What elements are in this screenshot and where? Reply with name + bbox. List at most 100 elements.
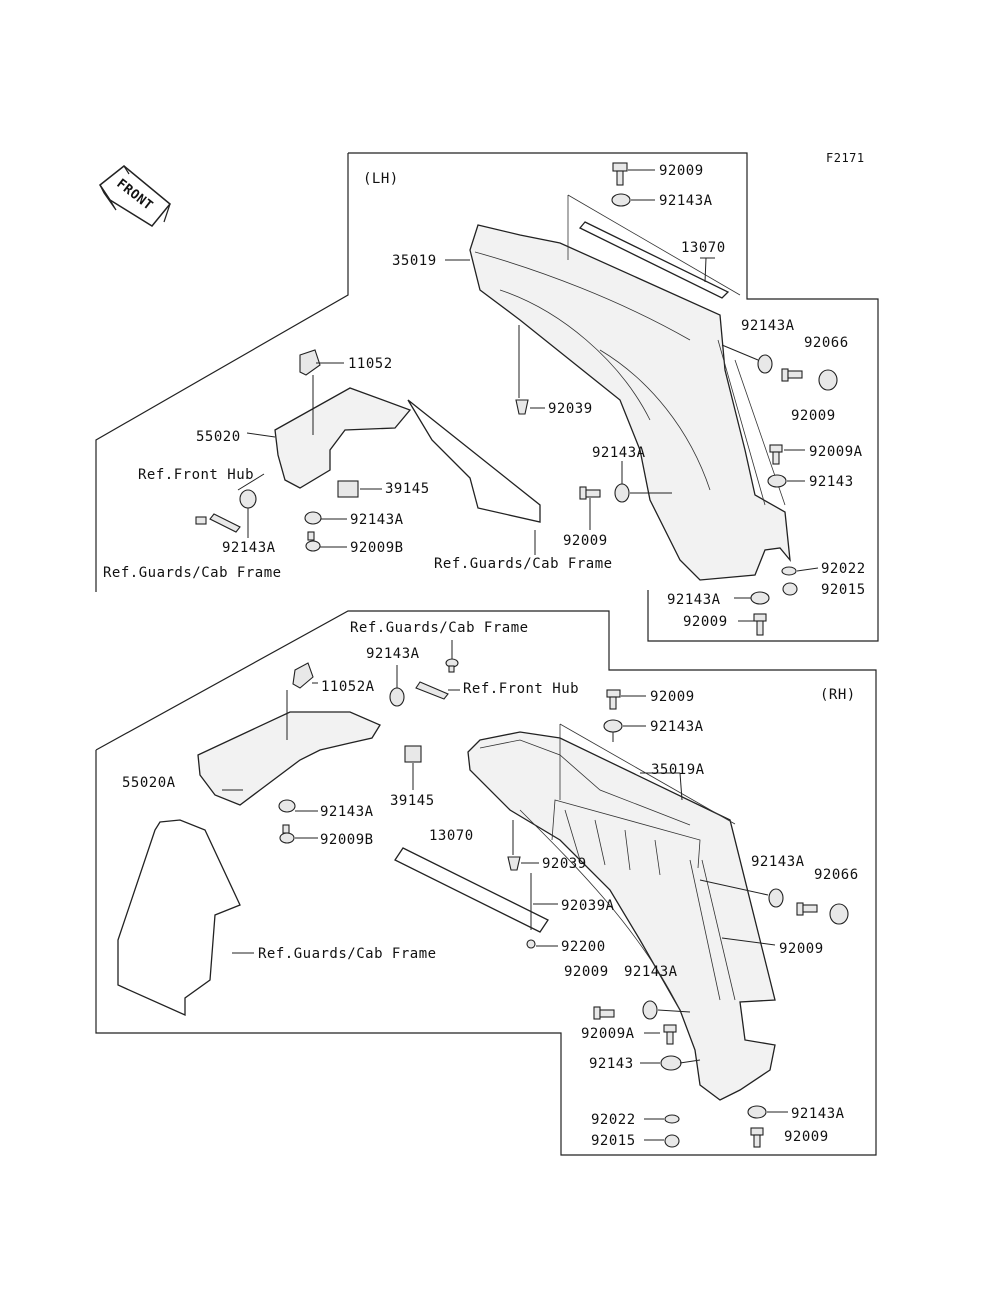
- lh-label-92143A-mid: 92143A: [592, 445, 646, 461]
- rh-bolt-92009-top: [606, 689, 621, 710]
- rh-label-35019A: 35019A: [651, 762, 705, 778]
- lh-grommet-92143A-top: [611, 193, 631, 207]
- rh-block-39145: [404, 745, 422, 763]
- rh-bolt-92009-mid: [593, 1006, 615, 1020]
- rh-washer-92022: [664, 1114, 680, 1124]
- rh-label-92143A-right: 92143A: [751, 854, 805, 870]
- rh-label-92022: 92022: [591, 1112, 636, 1128]
- lh-bolt-92009-bottom: [753, 613, 767, 636]
- lh-bolt-92009B: [305, 531, 321, 552]
- rh-label-13070: 13070: [429, 828, 474, 844]
- rh-grommet-92143A-top: [603, 719, 623, 733]
- rh-label-39145: 39145: [390, 793, 435, 809]
- rh-cap-92066: [829, 903, 849, 925]
- lh-cap-92066: [818, 369, 838, 391]
- lh-grommet-92143A-a: [304, 511, 322, 525]
- lh-bolt-92009-right: [781, 368, 803, 382]
- rh-label-92009-mid: 92009: [564, 964, 609, 980]
- rh-bracket-11052A: [292, 662, 314, 689]
- rh-label-92066: 92066: [814, 867, 859, 883]
- rh-fender-35019A: [467, 731, 776, 1101]
- rh-grommet-92143: [660, 1055, 682, 1071]
- rh-label-92039A: 92039A: [561, 898, 615, 914]
- rh-frame: [95, 610, 877, 1156]
- lh-front-hub-bolt: [195, 516, 207, 525]
- rh-label-11052A: 11052A: [321, 679, 375, 695]
- lh-label-39145: 39145: [385, 481, 430, 497]
- lh-nut-92015: [782, 582, 798, 596]
- lh-label-92066: 92066: [804, 335, 849, 351]
- rh-label-ref-guards-top: Ref.Guards/Cab Frame: [350, 620, 529, 636]
- rh-bolt-92009-right: [796, 902, 818, 916]
- lh-label-92143A-top: 92143A: [659, 193, 713, 209]
- lh-mudguard-55020: [274, 387, 412, 489]
- lh-label-92009-mid: 92009: [563, 533, 608, 549]
- lh-bolt-92009-mid: [579, 486, 601, 500]
- lh-label-35019: 35019: [392, 253, 437, 269]
- rh-label-92143A-b: 92143A: [320, 804, 374, 820]
- lh-label-92009-bottom: 92009: [683, 614, 728, 630]
- rh-label-ref-front-hub: Ref.Front Hub: [463, 681, 579, 697]
- lh-block-39145: [337, 480, 359, 498]
- rh-label-55020A: 55020A: [122, 775, 176, 791]
- rh-label-ref-guards-bottom: Ref.Guards/Cab Frame: [258, 946, 437, 962]
- rh-front-hub-plate: [415, 681, 449, 700]
- lh-label-ref-front-hub: Ref.Front Hub: [138, 467, 254, 483]
- rh-nut-92200: [526, 939, 536, 949]
- lh-label-11052: 11052: [348, 356, 393, 372]
- lh-label-92022: 92022: [821, 561, 866, 577]
- figure-id: F2171: [826, 151, 865, 165]
- rh-label-92143A-mid: 92143A: [624, 964, 678, 980]
- lh-frame-left: [95, 153, 349, 592]
- lh-grommet-92143: [767, 474, 787, 488]
- rh-grommet-92143A-mid: [642, 1000, 658, 1020]
- lh-label-92009-right: 92009: [791, 408, 836, 424]
- rh-grommet-92143A-bottom: [747, 1105, 767, 1119]
- lh-washer-92022: [781, 566, 797, 576]
- lh-bracket-11052: [299, 349, 321, 376]
- lh-label-92143: 92143: [809, 474, 854, 490]
- lh-label-92143A-bottom: 92143A: [667, 592, 721, 608]
- lh-bolt-92009A: [769, 444, 783, 465]
- lh-label-13070: 13070: [681, 240, 726, 256]
- rh-guard-plate: [117, 819, 241, 1017]
- lh-label-ref-guards-2: Ref.Guards/Cab Frame: [103, 565, 282, 581]
- rh-label-92143: 92143: [589, 1056, 634, 1072]
- rh-label-92009A: 92009A: [581, 1026, 635, 1042]
- rh-label-92009-bottom: 92009: [784, 1129, 829, 1145]
- lh-clip-92039: [515, 399, 529, 415]
- lh-bolt-92009-top: [612, 162, 628, 186]
- rh-bolt-92009A: [663, 1024, 677, 1045]
- lh-label-92009-top: 92009: [659, 163, 704, 179]
- lh-strip-13070: [578, 221, 730, 299]
- rh-nut-92015: [664, 1134, 680, 1148]
- lh-label-92015: 92015: [821, 582, 866, 598]
- rh-bolt-ref-guards: [445, 658, 459, 673]
- rh-label-92015: 92015: [591, 1133, 636, 1149]
- rh-strip-13070: [394, 847, 549, 933]
- lh-label-92039: 92039: [548, 401, 593, 417]
- lh-label-55020: 55020: [196, 429, 241, 445]
- lh-grommet-92143A-left: [239, 489, 257, 509]
- lh-label-ref-guards-1: Ref.Guards/Cab Frame: [434, 556, 613, 572]
- lh-label-92143A-right: 92143A: [741, 318, 795, 334]
- rh-mudguard-55020A: [197, 711, 381, 806]
- lh-label-92143A-b: 92143A: [222, 540, 276, 556]
- rh-grommet-92143A-b: [278, 799, 296, 813]
- lh-section-label: (LH): [363, 171, 399, 187]
- rh-label-92200: 92200: [561, 939, 606, 955]
- lh-label-92009B: 92009B: [350, 540, 404, 556]
- rh-clip-92039: [507, 856, 521, 871]
- rh-grommet-92143A-right: [768, 888, 784, 908]
- lh-grommet-92143A-bottom: [750, 591, 770, 605]
- rh-bolt-92009B: [279, 824, 295, 844]
- rh-grommet-92143A-a: [389, 687, 405, 707]
- rh-label-92039: 92039: [542, 856, 587, 872]
- rh-label-92009-top: 92009: [650, 689, 695, 705]
- rh-bolt-92009-bottom: [750, 1127, 764, 1148]
- lh-label-92009A: 92009A: [809, 444, 863, 460]
- rh-label-92143A-a: 92143A: [366, 646, 420, 662]
- lh-grommet-92143A-mid: [614, 483, 630, 503]
- lh-frame: [348, 152, 879, 642]
